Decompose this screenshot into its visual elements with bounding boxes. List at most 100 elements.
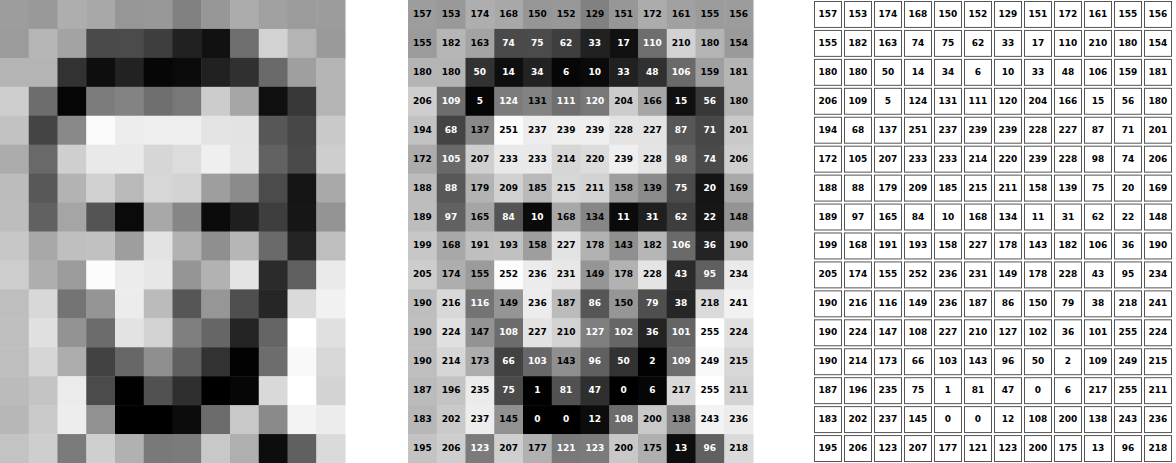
pixel-value: 1 <box>933 376 963 405</box>
pixel-cell <box>58 260 87 289</box>
pixel-cell <box>58 29 87 58</box>
pixel-cell <box>0 29 29 58</box>
pixel-value: 48 <box>1053 58 1083 87</box>
pixel-value: 166 <box>638 87 667 116</box>
pixel-cell <box>552 0 581 29</box>
pixel-cell <box>466 434 495 463</box>
pixel-cell <box>466 58 495 87</box>
pixel-value: 233 <box>494 145 523 174</box>
pixel-value: 116 <box>466 289 495 318</box>
pixel-value: 157 <box>408 0 437 29</box>
pixel-cell <box>58 232 87 261</box>
pixel-cell <box>115 145 144 174</box>
pixel-value: 173 <box>466 347 495 376</box>
pixel-cell <box>316 87 345 116</box>
pixel-value: 236 <box>523 260 552 289</box>
pixel-cell <box>201 289 230 318</box>
pixel-value: 249 <box>1113 347 1143 376</box>
pixel-value: 2 <box>638 347 667 376</box>
pixel-value: 109 <box>667 347 696 376</box>
pixel-cell <box>173 87 202 116</box>
pixel-cell <box>316 376 345 405</box>
pixel-cell <box>144 87 173 116</box>
pixel-cell <box>29 289 58 318</box>
pixel-cell <box>523 145 552 174</box>
pixel-value: 43 <box>667 260 696 289</box>
pixel-value: 255 <box>1113 318 1143 347</box>
pixel-cell <box>29 203 58 232</box>
pixel-value: 143 <box>552 347 581 376</box>
pixel-value: 120 <box>993 87 1023 116</box>
pixel-value: 217 <box>1083 376 1113 405</box>
pixel-value: 237 <box>873 405 903 434</box>
pixel-cell <box>437 405 466 434</box>
pixel-cell <box>115 260 144 289</box>
pixel-value: 88 <box>843 174 873 203</box>
pixel-cell <box>408 29 437 58</box>
pixel-cell <box>230 260 259 289</box>
pixel-cell <box>115 87 144 116</box>
pixel-value: 231 <box>963 260 993 289</box>
pixel-value: 98 <box>667 145 696 174</box>
pixel-value: 56 <box>696 87 725 116</box>
pixel-value: 196 <box>437 376 466 405</box>
pixel-value: 180 <box>813 58 843 87</box>
pixel-value: 111 <box>552 87 581 116</box>
pixel-cell <box>29 116 58 145</box>
pixel-value: 134 <box>581 203 610 232</box>
pixel-cell <box>115 289 144 318</box>
pixel-value: 224 <box>843 318 873 347</box>
pixel-value: 201 <box>724 116 753 145</box>
pixel-cell <box>724 0 753 29</box>
pixel-value: 207 <box>903 434 933 463</box>
pixel-value: 251 <box>494 116 523 145</box>
pixel-cell <box>0 145 29 174</box>
pixel-value: 228 <box>1023 116 1053 145</box>
pixel-cell <box>609 87 638 116</box>
pixel-cell <box>316 289 345 318</box>
pixel-cell <box>638 376 667 405</box>
pixel-cell <box>58 347 87 376</box>
pixel-cell <box>173 405 202 434</box>
pixel-value: 143 <box>609 232 638 261</box>
pixel-cell <box>494 203 523 232</box>
pixel-value: 6 <box>963 58 993 87</box>
pixel-cell <box>638 347 667 376</box>
pixel-value: 194 <box>813 116 843 145</box>
pixel-value: 200 <box>1023 434 1053 463</box>
pixel-cell <box>259 405 288 434</box>
pixel-cell <box>288 376 317 405</box>
pixel-cell <box>86 434 115 463</box>
pixel-value: 177 <box>523 434 552 463</box>
pixel-value: 98 <box>1083 145 1113 174</box>
pixel-cell <box>552 260 581 289</box>
pixel-cell <box>609 58 638 87</box>
pixel-value: 110 <box>638 29 667 58</box>
pixel-cell <box>552 347 581 376</box>
pixel-cell <box>552 318 581 347</box>
pixel-cell <box>0 174 29 203</box>
pixel-value: 138 <box>1083 405 1113 434</box>
pixel-value: 161 <box>1083 0 1113 29</box>
pixel-cell <box>724 29 753 58</box>
pixel-cell <box>144 232 173 261</box>
pixel-value: 190 <box>813 289 843 318</box>
pixel-cell <box>581 347 610 376</box>
pixel-value: 6 <box>638 376 667 405</box>
pixel-cell <box>173 232 202 261</box>
pixel-cell <box>724 174 753 203</box>
pixel-value: 224 <box>437 318 466 347</box>
pixel-value: 75 <box>523 29 552 58</box>
pixel-cell <box>408 116 437 145</box>
pixel-value: 214 <box>843 347 873 376</box>
pixel-cell <box>0 434 29 463</box>
pixel-value: 228 <box>638 145 667 174</box>
pixel-cell <box>494 0 523 29</box>
pixel-cell <box>667 347 696 376</box>
pixel-value: 236 <box>523 289 552 318</box>
pixel-value: 111 <box>963 87 993 116</box>
pixel-cell <box>201 434 230 463</box>
pixel-value: 255 <box>1113 376 1143 405</box>
pixel-cell <box>259 203 288 232</box>
pixel-cell <box>494 347 523 376</box>
